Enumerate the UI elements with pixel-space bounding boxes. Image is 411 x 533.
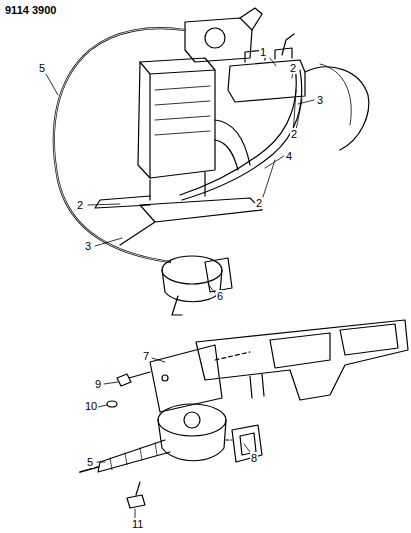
callout-number: 2: [255, 197, 263, 209]
vacuum-hose: [180, 66, 296, 195]
vacuum-fitting: [282, 34, 294, 55]
nut: [107, 401, 117, 407]
mount-line: [215, 352, 250, 360]
callout-number: 2: [289, 62, 297, 74]
servo-nipple: [172, 296, 182, 315]
throttle-linkage: [240, 8, 262, 30]
callout-number: 7: [142, 350, 150, 362]
callout-number: 5: [86, 456, 94, 468]
callout-number: 10: [84, 400, 98, 412]
callout-number: 6: [216, 290, 224, 302]
air-cleaner-edge: [140, 62, 215, 178]
sleeve-ribs: [110, 443, 157, 470]
callout-number: 2: [290, 128, 298, 140]
vacuum-hose: [182, 70, 302, 200]
air-cleaner-ribs: [155, 86, 210, 135]
booster-rim: [320, 64, 351, 125]
callout-number: 5: [38, 62, 46, 74]
callout-number: 3: [316, 94, 324, 106]
brake-booster: [305, 67, 369, 150]
callout-number: 8: [250, 452, 258, 464]
callout-number: 11: [131, 518, 144, 530]
reservoir-caps: [245, 48, 292, 62]
servo-body: [162, 270, 222, 302]
tray-tabs: [250, 374, 264, 398]
leader-lines: [46, 58, 314, 519]
servo-connector: [205, 258, 232, 292]
mount-line: [226, 439, 232, 440]
callout-number: 2: [76, 199, 84, 211]
clip: [127, 482, 145, 508]
servo-hub: [184, 412, 200, 428]
callout-number: 1: [259, 46, 267, 58]
cable-core: [54, 28, 185, 262]
callout-number: 9: [94, 378, 102, 390]
callout-number: 4: [285, 150, 293, 162]
battery-tray: [120, 198, 262, 245]
master-cylinder: [228, 60, 305, 102]
servo-top: [158, 404, 226, 436]
cable-sleeve: [98, 440, 170, 472]
callout-number: 3: [84, 240, 92, 252]
bracket-hole: [162, 375, 168, 381]
intake-hose: [215, 120, 250, 170]
throttle-bore: [205, 28, 225, 48]
throttle-cable: [54, 28, 185, 262]
throttle-body: [185, 18, 252, 62]
air-cleaner: [138, 58, 215, 178]
tray-pockets: [270, 324, 398, 368]
bolt: [117, 372, 150, 386]
servo-body: [158, 420, 226, 461]
reference-number: 9114 3900: [4, 4, 57, 16]
servo-bracket: [150, 345, 222, 412]
tray: [196, 320, 408, 400]
